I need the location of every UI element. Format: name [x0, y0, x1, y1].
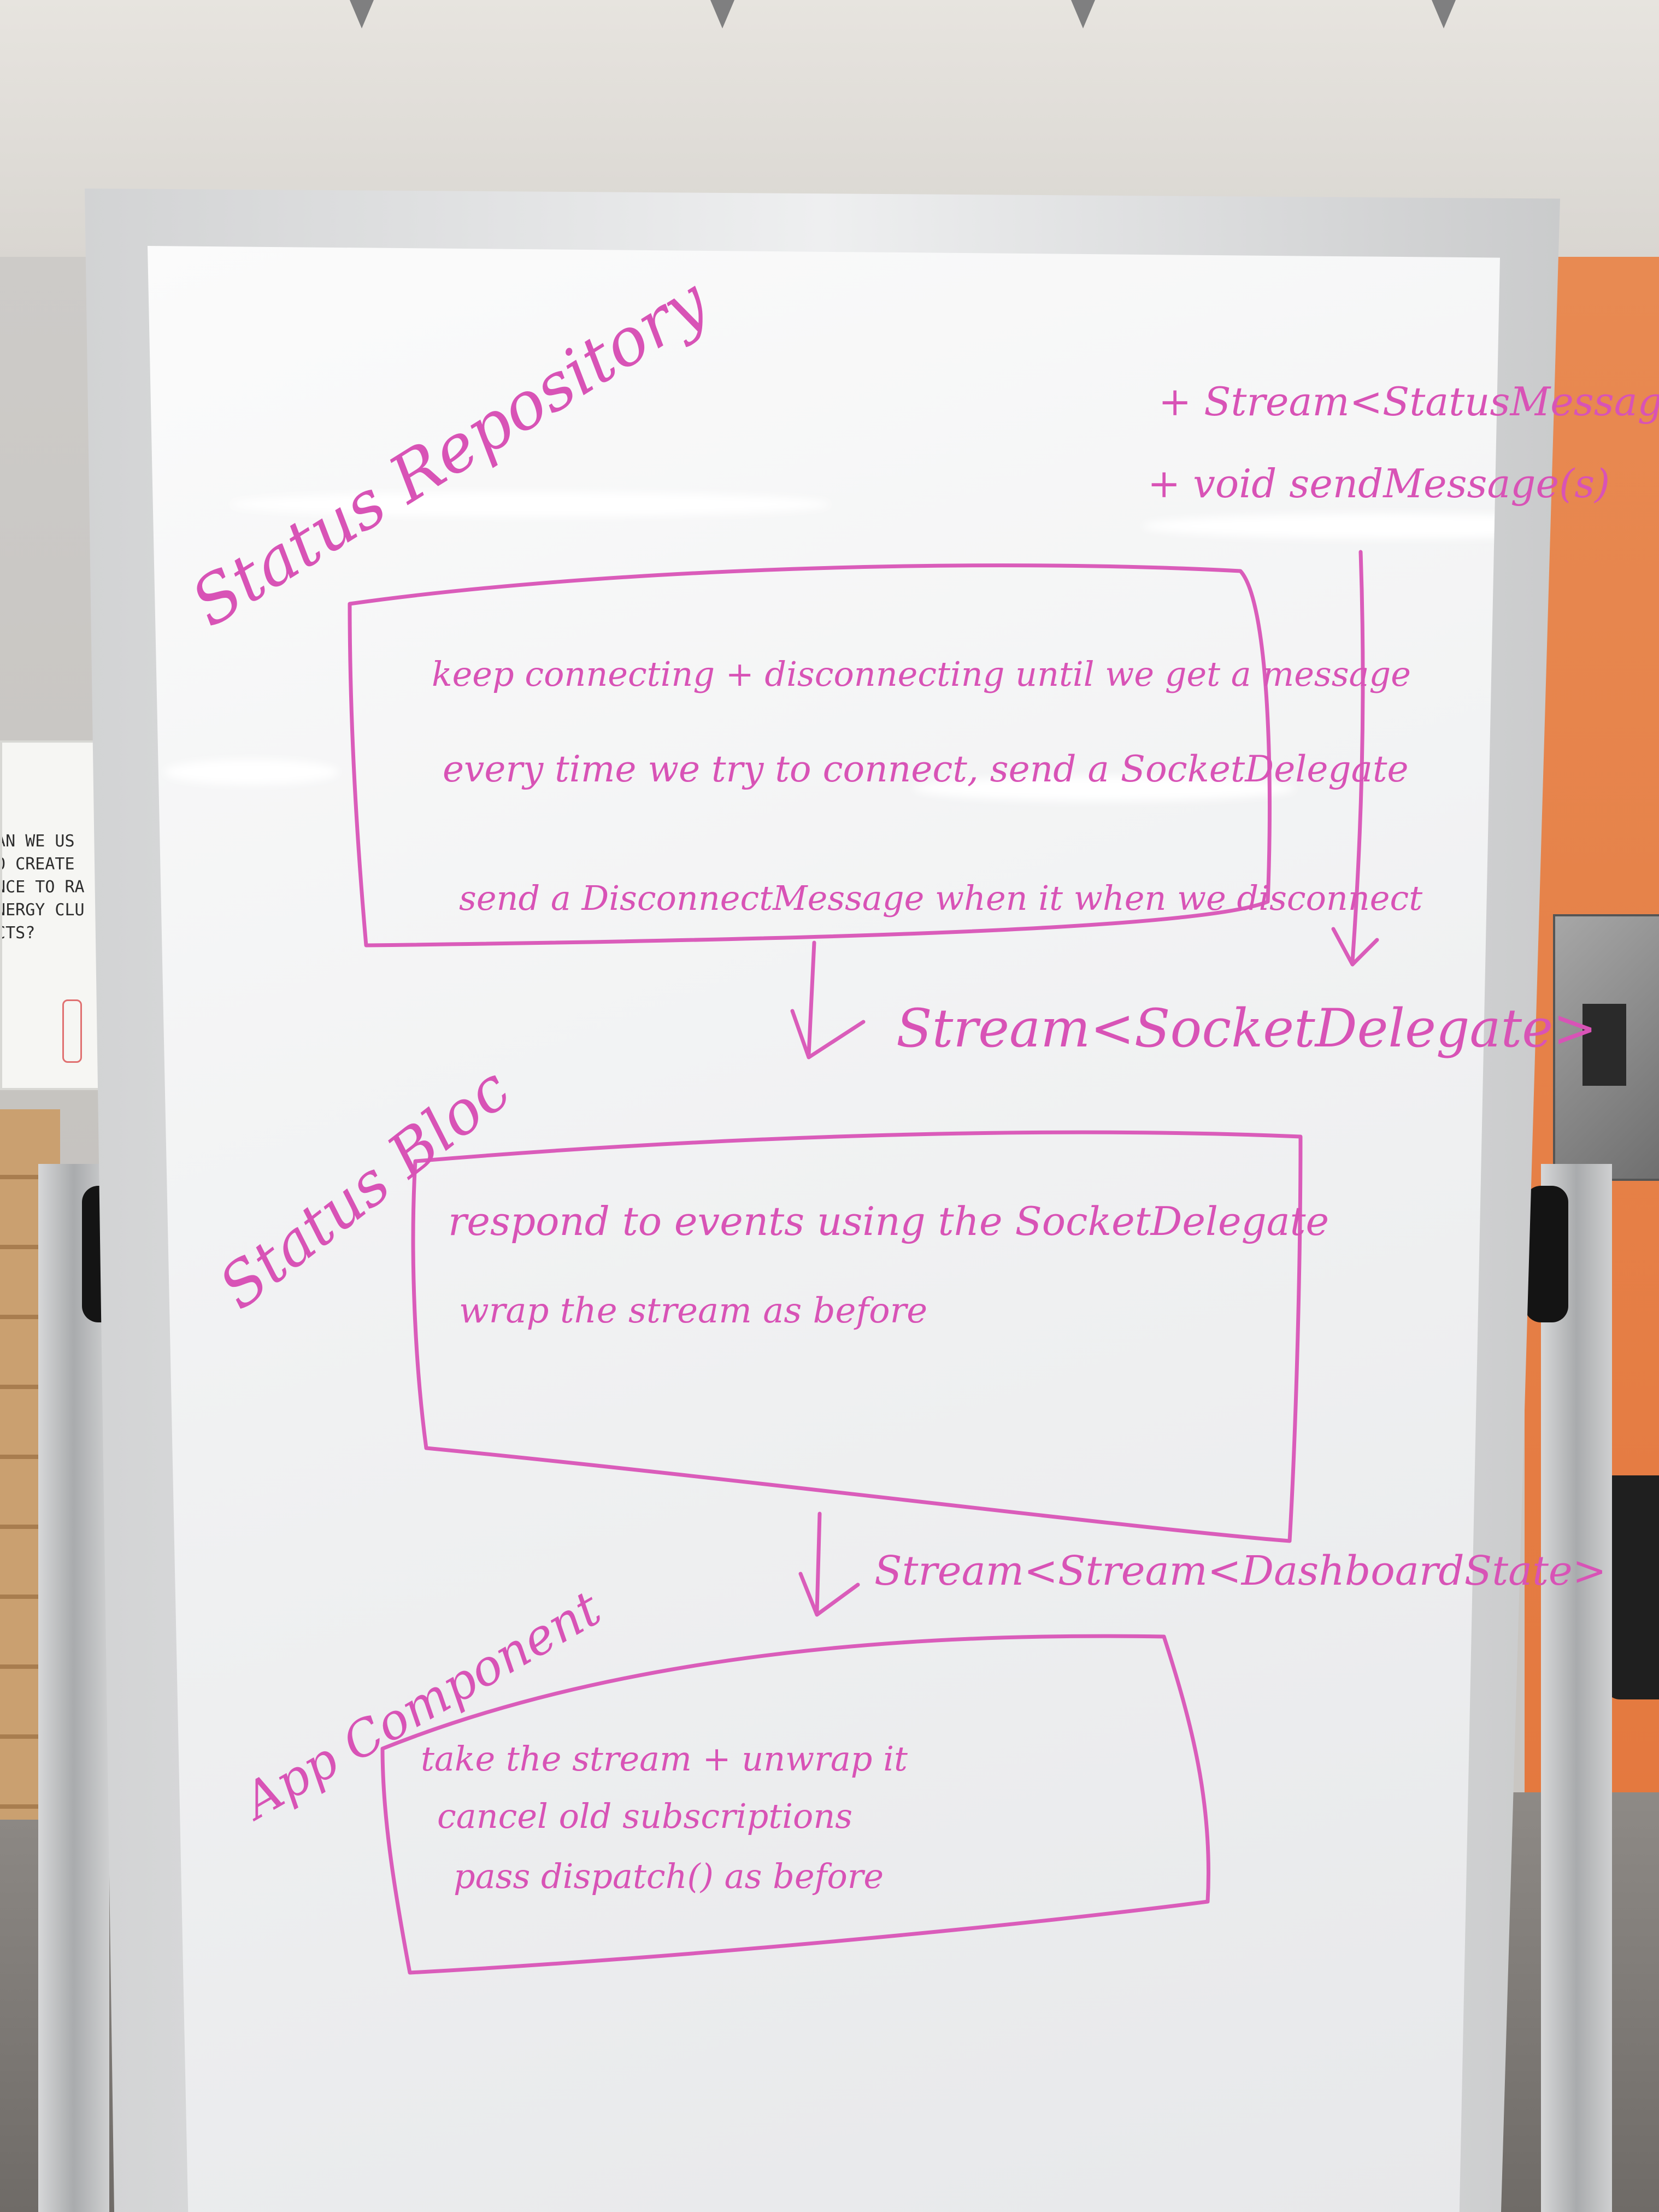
send-message-note: + void sendMessage(s) — [1148, 461, 1610, 507]
component-text-line: take the stream + unwrap it — [421, 1739, 908, 1779]
stand-leg-right — [1541, 1164, 1612, 2212]
stand-leg-left — [38, 1164, 109, 2212]
ceiling-bracket — [1432, 0, 1456, 28]
whiteboard-surface — [148, 246, 1500, 2212]
bloc-text-line: respond to events using the SocketDelega… — [448, 1198, 1329, 1244]
poster-line: ENERGY CLU — [2, 901, 85, 920]
repository-box — [348, 563, 1272, 948]
status-repository-label: Status Repository — [179, 263, 722, 642]
stream-socket-delegate-label: Stream<SocketDelegate> — [896, 998, 1597, 1059]
bloc-text-line: wrap the stream as before — [459, 1291, 927, 1331]
bloc-box — [411, 1130, 1303, 1543]
stand-clamp-right — [1525, 1186, 1568, 1322]
wall-panel — [1553, 914, 1659, 1181]
ceiling-bracket — [1071, 0, 1095, 28]
light-glare — [164, 760, 339, 785]
poster-line: ECTS? — [2, 923, 36, 943]
repository-text-line: send a DisconnectMessage when it when we… — [459, 878, 1422, 918]
poster-line: ENCE TO RA — [2, 878, 85, 897]
poster-line: CAN WE US — [2, 832, 75, 851]
stream-dashboard-state-label: Stream<Stream<DashboardState> — [874, 1548, 1607, 1595]
right-side-arrow — [1331, 550, 1379, 967]
ceiling-bracket — [350, 0, 374, 28]
poster-line: TO CREATE — [2, 855, 75, 874]
component-text-line: pass dispatch() as before — [454, 1856, 884, 1896]
light-glare — [230, 492, 831, 517]
stream-status-message-note: + Stream<StatusMessage> — [1158, 379, 1659, 425]
ceiling-bracket — [710, 0, 734, 28]
trash-can — [1604, 1475, 1659, 1699]
component-box — [380, 1634, 1211, 1975]
app-component-label: App Component — [231, 1580, 610, 1832]
down-arrow-repository — [790, 940, 866, 1060]
status-bloc-label: Status Bloc — [206, 1054, 523, 1322]
down-arrow-bloc — [798, 1511, 860, 1617]
light-glare — [913, 776, 1295, 801]
poster-sketch — [62, 999, 82, 1063]
repository-text-line: every time we try to connect, send a Soc… — [443, 748, 1409, 790]
component-text-line: cancel old subscriptions — [437, 1796, 852, 1836]
repository-text-line: keep connecting + disconnecting until we… — [432, 654, 1411, 694]
wall-panel-window — [1582, 1004, 1626, 1086]
